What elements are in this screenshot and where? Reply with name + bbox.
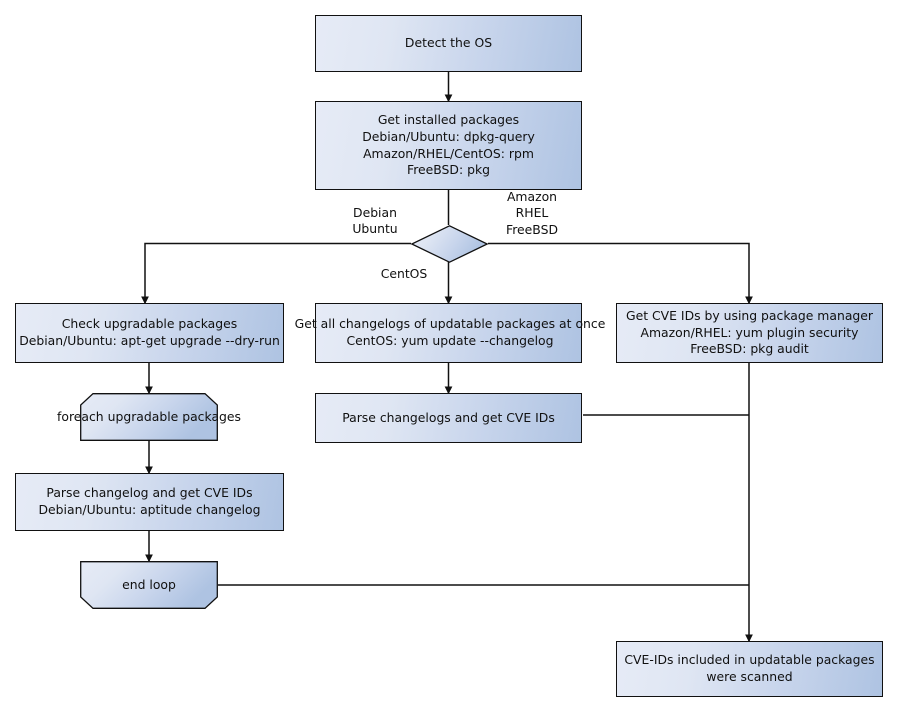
node-scan-result-label: CVE-IDs included in updatable packages w… — [624, 652, 875, 684]
node-detect-os-label: Detect the OS — [404, 35, 493, 51]
node-parse-changelog-left-label: Parse changelog and get CVE IDs Debian/U… — [38, 485, 261, 517]
node-os-decision[interactable] — [410, 225, 489, 263]
edge-label-amazon-rhel-freebsd: Amazon RHEL FreeBSD — [506, 189, 558, 237]
node-get-installed-packages-label: Get installed packages Debian/Ubuntu: dp… — [362, 112, 535, 178]
node-check-upgradable-packages-label: Check upgradable packages Debian/Ubuntu:… — [19, 316, 280, 348]
node-check-upgradable-packages[interactable]: Check upgradable packages Debian/Ubuntu:… — [15, 303, 284, 363]
node-foreach-loop-start[interactable]: foreach upgradable packages — [57, 393, 241, 441]
edge-label-debian-ubuntu: Debian Ubuntu — [352, 205, 398, 237]
node-end-loop[interactable]: end loop — [80, 561, 218, 609]
node-parse-changelogs-center-label: Parse changelogs and get CVE IDs — [342, 409, 555, 425]
node-get-cve-ids-package-manager-label: Get CVE IDs by using package manager Ama… — [626, 308, 873, 357]
edge-label-centos: CentOS — [380, 266, 428, 281]
node-detect-os[interactable]: Detect the OS — [315, 15, 582, 72]
node-get-all-changelogs-label: Get all changelogs of updatable packages… — [294, 316, 606, 348]
node-parse-changelogs-center[interactable]: Parse changelogs and get CVE IDs — [315, 393, 582, 443]
node-parse-changelog-left[interactable]: Parse changelog and get CVE IDs Debian/U… — [15, 473, 284, 531]
node-get-cve-ids-package-manager[interactable]: Get CVE IDs by using package manager Ama… — [616, 303, 883, 363]
edge-decision-to-cve-pkgmgr — [488, 242, 753, 305]
edge-decision-to-check-upgradable — [141, 242, 411, 305]
node-get-installed-packages[interactable]: Get installed packages Debian/Ubuntu: dp… — [315, 101, 582, 190]
node-scan-result[interactable]: CVE-IDs included in updatable packages w… — [616, 641, 883, 697]
node-get-all-changelogs[interactable]: Get all changelogs of updatable packages… — [295, 303, 605, 363]
